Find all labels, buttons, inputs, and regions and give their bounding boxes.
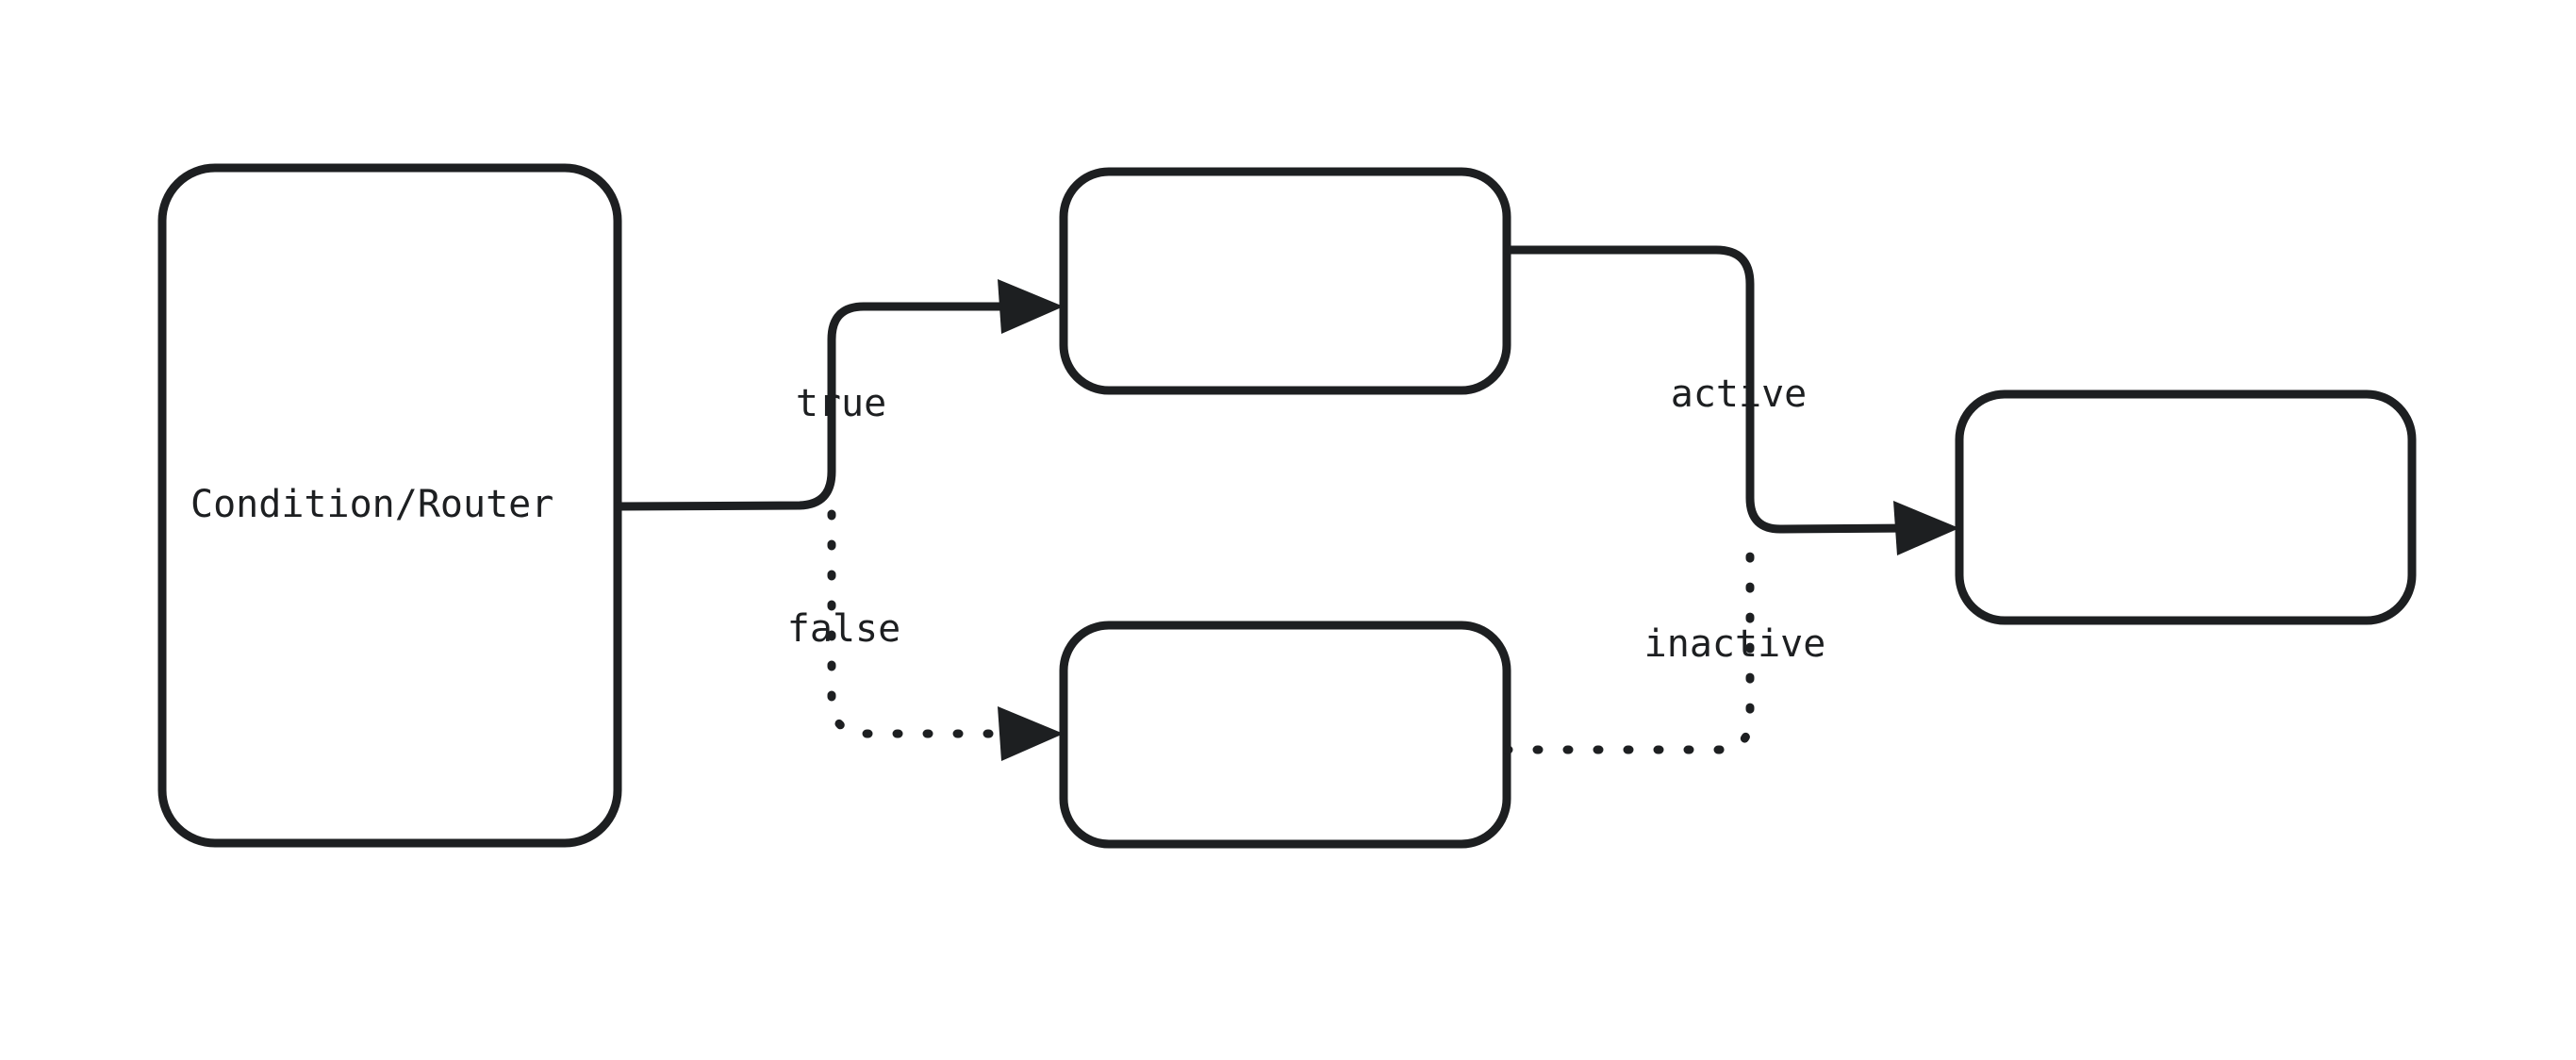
edge-active[interactable]: active (1502, 245, 1959, 555)
node-condition-router-label: Condition/Router (190, 483, 553, 526)
node-merge[interactable] (1955, 389, 2417, 625)
node-false-branch[interactable] (1059, 621, 1511, 849)
node-true-branch-shape[interactable] (1059, 167, 1511, 395)
edge-false-arrowhead (998, 706, 1064, 761)
edge-inactive-label: inactive (1644, 622, 1826, 666)
edge-true[interactable]: true (613, 279, 1064, 511)
edge-true-label: true (796, 382, 886, 425)
edge-true-arrowhead (998, 279, 1064, 334)
node-false-branch-shape[interactable] (1059, 621, 1511, 849)
edge-active-arrowhead (1893, 501, 1959, 555)
edge-false-path (827, 509, 1018, 738)
node-merge-shape[interactable] (1955, 389, 2417, 625)
edge-false-label: false (787, 607, 900, 651)
edge-inactive[interactable]: inactive (1502, 535, 1826, 754)
edge-inactive-path (1502, 535, 1755, 754)
node-condition-router[interactable]: Condition/Router (157, 163, 622, 848)
node-true-branch[interactable] (1059, 167, 1511, 395)
edge-true-path (613, 302, 1018, 511)
edge-false[interactable]: false (787, 509, 1064, 761)
edge-active-label: active (1671, 373, 1808, 416)
edge-active-path (1502, 245, 1917, 534)
